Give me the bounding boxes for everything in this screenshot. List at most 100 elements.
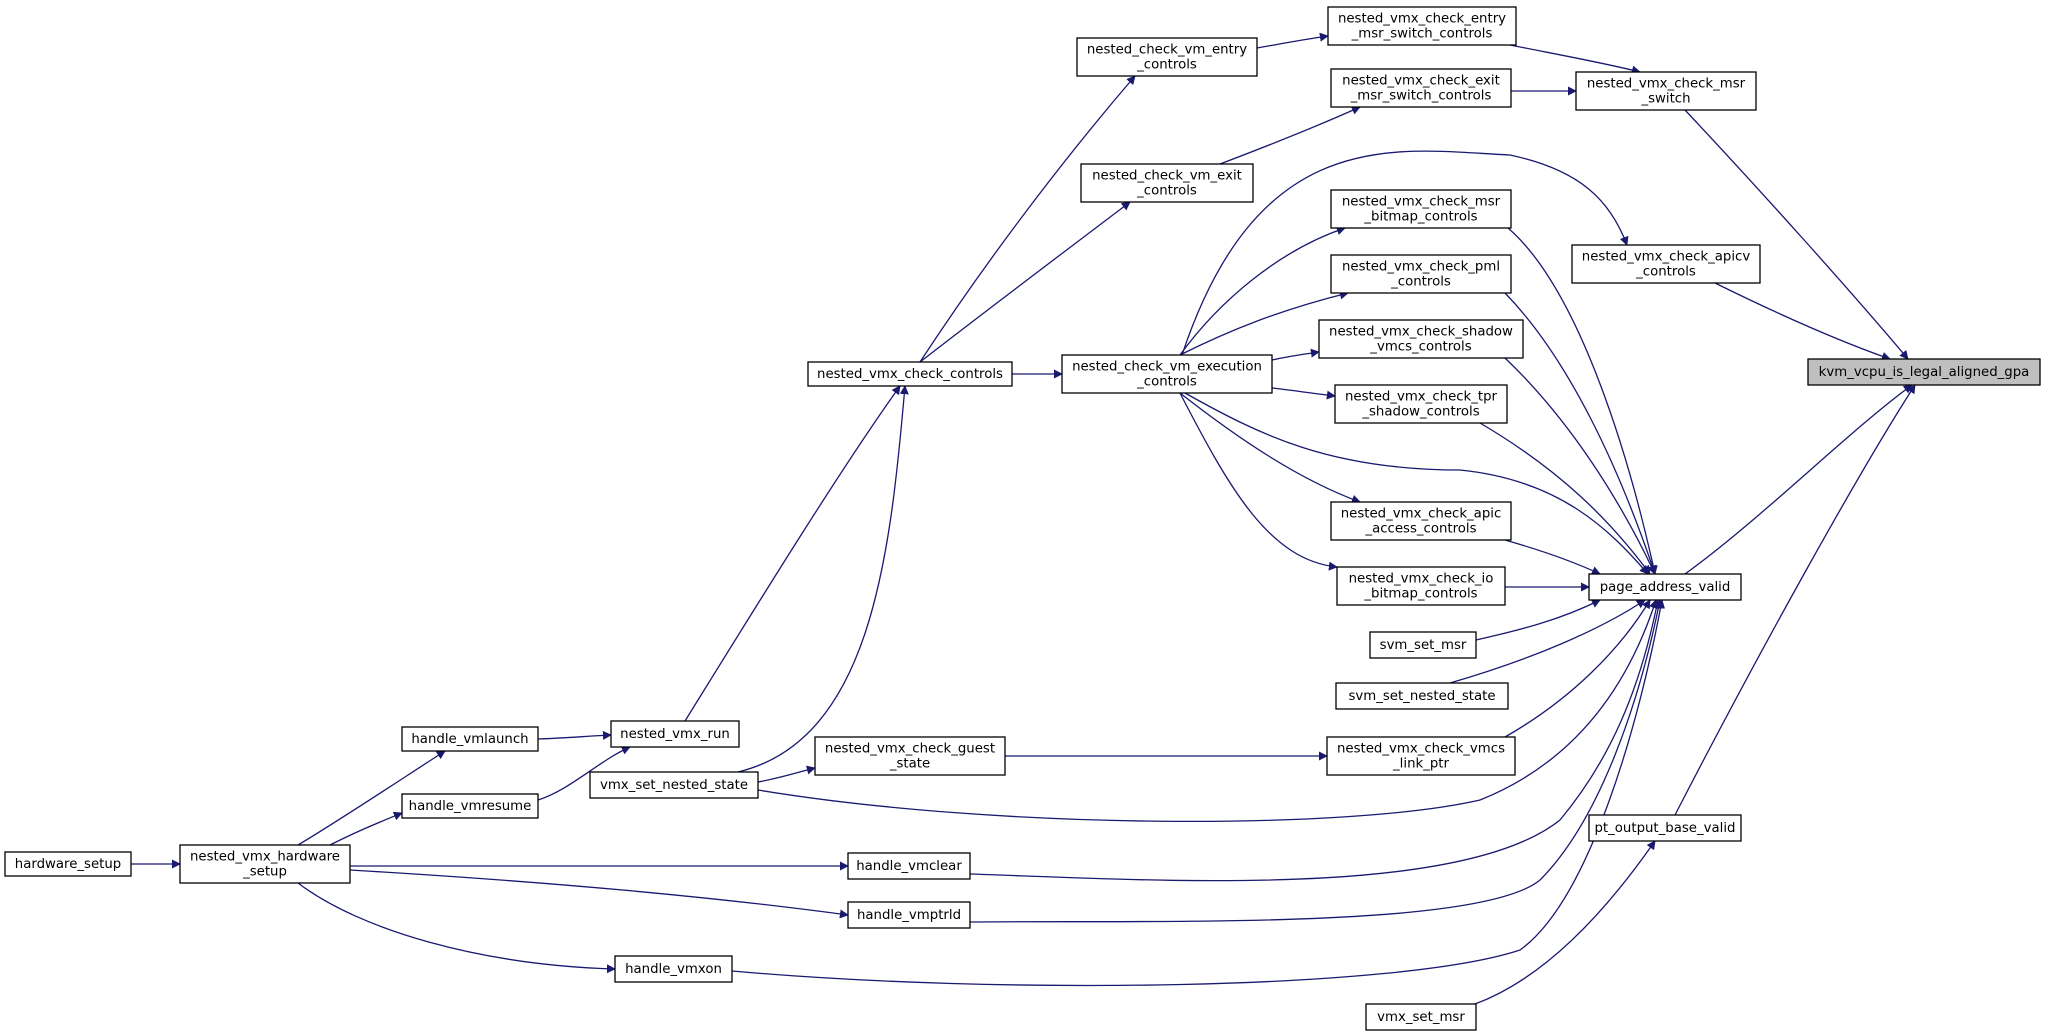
edges-layer	[131, 32, 1916, 1005]
node-box	[4, 851, 132, 877]
node-label: vmx_set_msr	[1377, 1010, 1465, 1025]
edge-msr_switch-to-root	[1684, 109, 1909, 360]
edge-entry_msr-to-msr_switch	[1509, 44, 1641, 75]
edge-vmresume-to-vmx_run	[537, 746, 631, 801]
node-box	[814, 736, 1006, 776]
node-box	[179, 844, 351, 884]
node-box	[1327, 6, 1517, 46]
node-box	[1807, 358, 2041, 386]
node-entry_msr[interactable]: nested_vmx_check_entry_msr_switch_contro…	[1327, 6, 1517, 46]
node-io_bitmap[interactable]: nested_vmx_check_io_bitmap_controls	[1336, 566, 1506, 606]
node-apic_access[interactable]: nested_vmx_check_apic_access_controls	[1330, 501, 1512, 541]
edge-check_controls-to-vm_entry	[919, 75, 1136, 363]
node-box	[614, 955, 733, 983]
edge-exec-to-io_bitmap	[1179, 392, 1338, 571]
node-hw_setup_nested[interactable]: nested_vmx_hardware_setup	[179, 844, 351, 884]
edge-vmcs_link-to-page_valid	[1504, 599, 1651, 738]
node-msr_bitmap[interactable]: nested_vmx_check_msr_bitmap_controls	[1330, 189, 1512, 229]
edge-pt_output-to-root	[1674, 384, 1916, 816]
node-label: handle_vmclear	[856, 859, 962, 874]
node-label: handle_vmresume	[409, 799, 532, 814]
nodes-layer: kvm_vcpu_is_legal_aligned_gpa nested_vmx_…	[4, 6, 2041, 1031]
node-vm_exit[interactable]: nested_check_vm_exit_controls	[1080, 163, 1254, 203]
node-vmptrld[interactable]: handle_vmptrld	[847, 901, 971, 929]
node-label: _controls	[1136, 375, 1197, 390]
edge-svm_nested-to-page_valid	[1449, 599, 1646, 684]
node-box	[1061, 354, 1273, 394]
edge-exec-to-apicv	[1181, 150, 1629, 356]
edge-vmx_run-to-check_controls	[684, 385, 901, 722]
node-vmresume[interactable]: handle_vmresume	[401, 793, 539, 819]
edge-set_nested-to-check_controls	[737, 385, 909, 773]
node-guest_state[interactable]: nested_vmx_check_guest_state	[814, 736, 1006, 776]
node-label: _setup	[242, 865, 287, 880]
node-svm_nested[interactable]: svm_set_nested_state	[1335, 682, 1509, 710]
node-label: nested_vmx_check_entry	[1338, 12, 1506, 27]
node-msr_switch[interactable]: nested_vmx_check_msr_switch	[1575, 71, 1757, 111]
node-shadow_vmcs[interactable]: nested_vmx_check_shadow_vmcs_controls	[1318, 319, 1524, 359]
edge-vmptrld-to-page_valid	[969, 599, 1663, 923]
node-label: vmx_set_nested_state	[600, 778, 748, 793]
node-hw_setup[interactable]: hardware_setup	[4, 851, 132, 877]
node-vmclear[interactable]: handle_vmclear	[847, 852, 971, 880]
edge-hw_setup_nested-to-vmptrld	[349, 869, 849, 919]
edge-hw_setup_nested-to-vmxon	[297, 882, 616, 974]
node-box	[1080, 163, 1254, 203]
edge-apic_access-to-page_valid	[1504, 539, 1601, 575]
node-vmx_set_msr[interactable]: vmx_set_msr	[1365, 1003, 1477, 1031]
node-label: _vmcs_controls	[1369, 340, 1471, 355]
node-box	[401, 726, 539, 752]
node-box	[1318, 319, 1524, 359]
edge-set_nested-to-page_valid	[757, 599, 1658, 823]
edge-vm_exit-to-exit_msr	[1219, 106, 1361, 165]
node-box	[1330, 68, 1512, 108]
node-pt_output[interactable]: pt_output_base_valid	[1588, 814, 1742, 842]
edge-shadow_vmcs-to-page_valid	[1504, 357, 1656, 575]
edge-vmxon-to-page_valid	[731, 599, 1665, 987]
node-apicv[interactable]: nested_vmx_check_apicv_controls	[1571, 244, 1761, 284]
node-page_valid[interactable]: page_address_valid	[1588, 573, 1742, 601]
node-vmx_run[interactable]: nested_vmx_run	[610, 720, 740, 748]
node-label: nested_vmx_check_apicv	[1582, 250, 1751, 265]
node-label: pt_output_base_valid	[1594, 821, 1735, 836]
node-label: _controls	[1390, 275, 1451, 290]
node-root[interactable]: kvm_vcpu_is_legal_aligned_gpa	[1807, 358, 2041, 386]
node-box	[1330, 189, 1512, 229]
edge-vmx_set_msr-to-pt_output	[1474, 840, 1656, 1005]
node-pml[interactable]: nested_vmx_check_pml_controls	[1330, 254, 1512, 294]
node-label: nested_vmx_check_pml	[1342, 260, 1500, 275]
edge-svm_set_msr-to-page_valid	[1475, 599, 1601, 641]
edge-exec-to-pml	[1179, 290, 1349, 356]
node-label: nested_vmx_check_controls	[817, 367, 1003, 382]
node-label: page_address_valid	[1600, 580, 1731, 595]
edge-exec-to-shadow_vmcs	[1271, 348, 1320, 361]
node-box	[847, 901, 971, 929]
node-check_controls[interactable]: nested_vmx_check_controls	[807, 361, 1013, 387]
node-label: svm_set_nested_state	[1348, 689, 1495, 704]
node-tpr[interactable]: nested_vmx_check_tpr_shadow_controls	[1334, 384, 1508, 424]
node-label: nested_check_vm_execution	[1072, 360, 1262, 375]
node-box	[1588, 814, 1742, 842]
node-label: kvm_vcpu_is_legal_aligned_gpa	[1819, 365, 2030, 380]
node-exit_msr[interactable]: nested_vmx_check_exit_msr_switch_control…	[1330, 68, 1512, 108]
node-exec[interactable]: nested_check_vm_execution_controls	[1061, 354, 1273, 394]
node-box	[589, 771, 759, 799]
edge-pml-to-page_valid	[1504, 292, 1657, 575]
node-vmlaunch[interactable]: handle_vmlaunch	[401, 726, 539, 752]
node-label: _msr_switch_controls	[1350, 89, 1492, 104]
node-vmxon[interactable]: handle_vmxon	[614, 955, 733, 983]
node-box	[1365, 1003, 1477, 1031]
node-vm_entry[interactable]: nested_check_vm_entry_controls	[1076, 37, 1258, 77]
edge-page_valid-to-root	[1684, 384, 1913, 575]
edge-tpr-to-page_valid	[1479, 422, 1651, 575]
node-box	[1575, 71, 1757, 111]
node-label: _shadow_controls	[1361, 405, 1479, 420]
node-vmcs_link[interactable]: nested_vmx_check_vmcs_link_ptr	[1326, 736, 1516, 776]
node-set_nested[interactable]: vmx_set_nested_state	[589, 771, 759, 799]
node-label: _controls	[1136, 58, 1197, 73]
node-label: nested_vmx_check_io	[1349, 572, 1494, 587]
edge-check_controls-to-vm_exit	[919, 201, 1131, 363]
edge-exec-to-page_valid	[1184, 392, 1649, 575]
node-label: handle_vmlaunch	[411, 732, 528, 747]
node-svm_set_msr[interactable]: svm_set_msr	[1369, 631, 1477, 659]
